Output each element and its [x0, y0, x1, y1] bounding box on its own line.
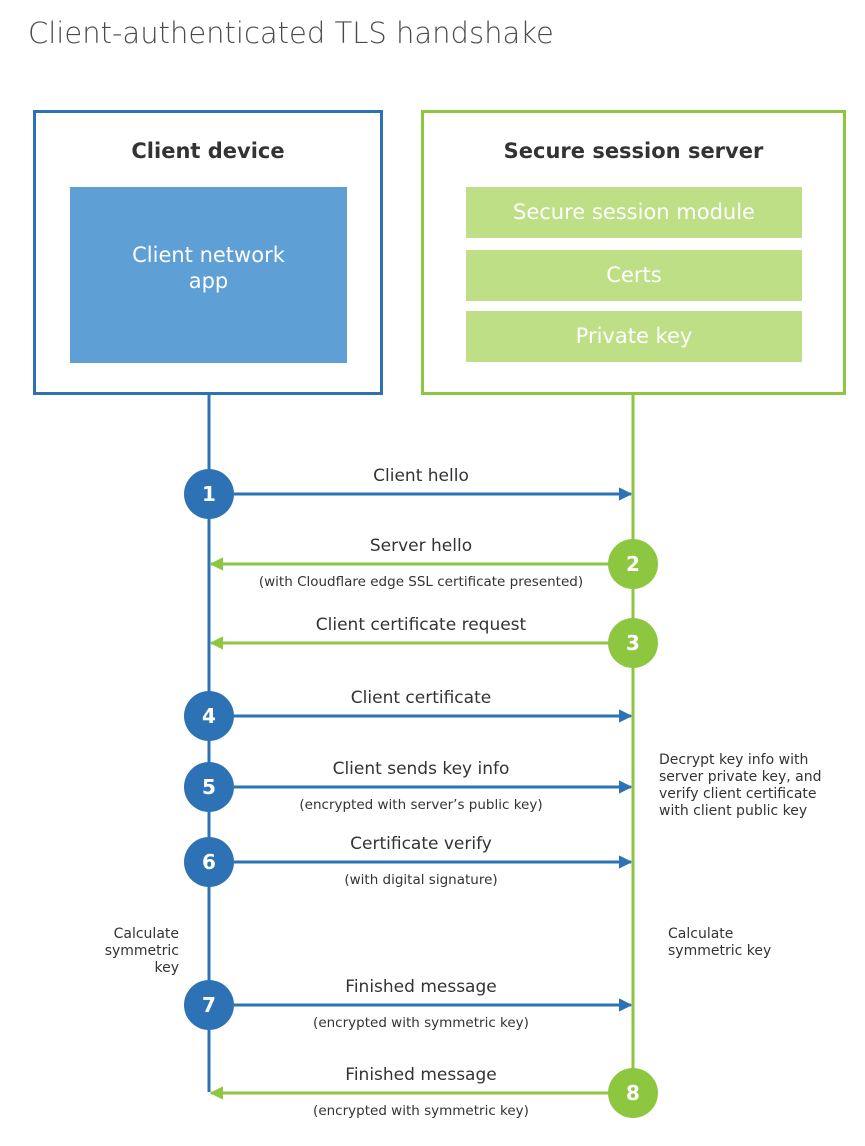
- secure-session-module-box: Secure session module: [466, 187, 802, 238]
- step-badge-3: [608, 618, 658, 668]
- client-device-title: Client device: [131, 139, 285, 163]
- diagram-title: Client-authenticated TLS handshake: [28, 16, 554, 50]
- server-title: Secure session server: [503, 139, 764, 163]
- step-badge-2: [608, 539, 658, 589]
- step-number-7: 7: [202, 993, 216, 1017]
- note-line: with client public key: [659, 803, 808, 819]
- client-symmetric-note: Calculate symmetric key: [79, 926, 179, 977]
- note-line: Calculate: [113, 926, 179, 942]
- note-line: server private key, and: [659, 769, 822, 785]
- step-number-5: 5: [202, 775, 216, 799]
- step-badge-5: [184, 762, 234, 812]
- step-badge-8: [608, 1068, 658, 1118]
- message-label-1: Client hello: [373, 466, 469, 486]
- step-number-2: 2: [626, 552, 640, 576]
- note-line: Calculate: [668, 926, 734, 942]
- client-network-app-box: Client network app: [70, 187, 347, 363]
- step-badge-1: [184, 469, 234, 519]
- step-badge-4: [184, 691, 234, 741]
- note-line: Decrypt key info with: [659, 752, 809, 768]
- step-number-8: 8: [626, 1081, 640, 1105]
- message-label-5: Client sends key info: [332, 759, 510, 779]
- step-badge-6: [184, 837, 234, 887]
- client-app-line-2: app: [188, 269, 229, 293]
- private-key-box: Private key: [466, 311, 802, 362]
- note-line: symmetric key: [104, 943, 179, 976]
- step-number-3: 3: [626, 631, 640, 655]
- client-app-line-1: Client network: [132, 243, 285, 267]
- message-label-6: Certificate verify: [350, 834, 492, 854]
- server-decrypt-note: Decrypt key info with server private key…: [659, 752, 821, 820]
- message-sublabel-7: (encrypted with symmetric key): [313, 1015, 529, 1031]
- server-symmetric-note: Calculate symmetric key: [668, 926, 771, 960]
- message-label-4: Client certificate: [350, 688, 492, 708]
- note-line: verify client certificate: [659, 786, 817, 802]
- message-sublabel-2: (with Cloudflare edge SSL certificate pr…: [258, 574, 584, 590]
- step-number-4: 4: [202, 704, 216, 728]
- note-line: symmetric key: [668, 943, 772, 959]
- message-label-8: Finished message: [345, 1065, 497, 1085]
- message-sublabel-6: (with digital signature): [344, 872, 498, 888]
- message-sublabel-5: (encrypted with server’s public key): [299, 797, 543, 813]
- message-sublabel-8: (encrypted with symmetric key): [313, 1103, 529, 1119]
- message-label-7: Finished message: [345, 977, 497, 997]
- message-label-3: Client certificate request: [315, 615, 527, 635]
- step-number-1: 1: [202, 482, 216, 506]
- certs-box: Certs: [466, 250, 802, 301]
- message-label-2: Server hello: [369, 536, 473, 556]
- step-number-6: 6: [202, 850, 216, 874]
- step-badge-7: [184, 980, 234, 1030]
